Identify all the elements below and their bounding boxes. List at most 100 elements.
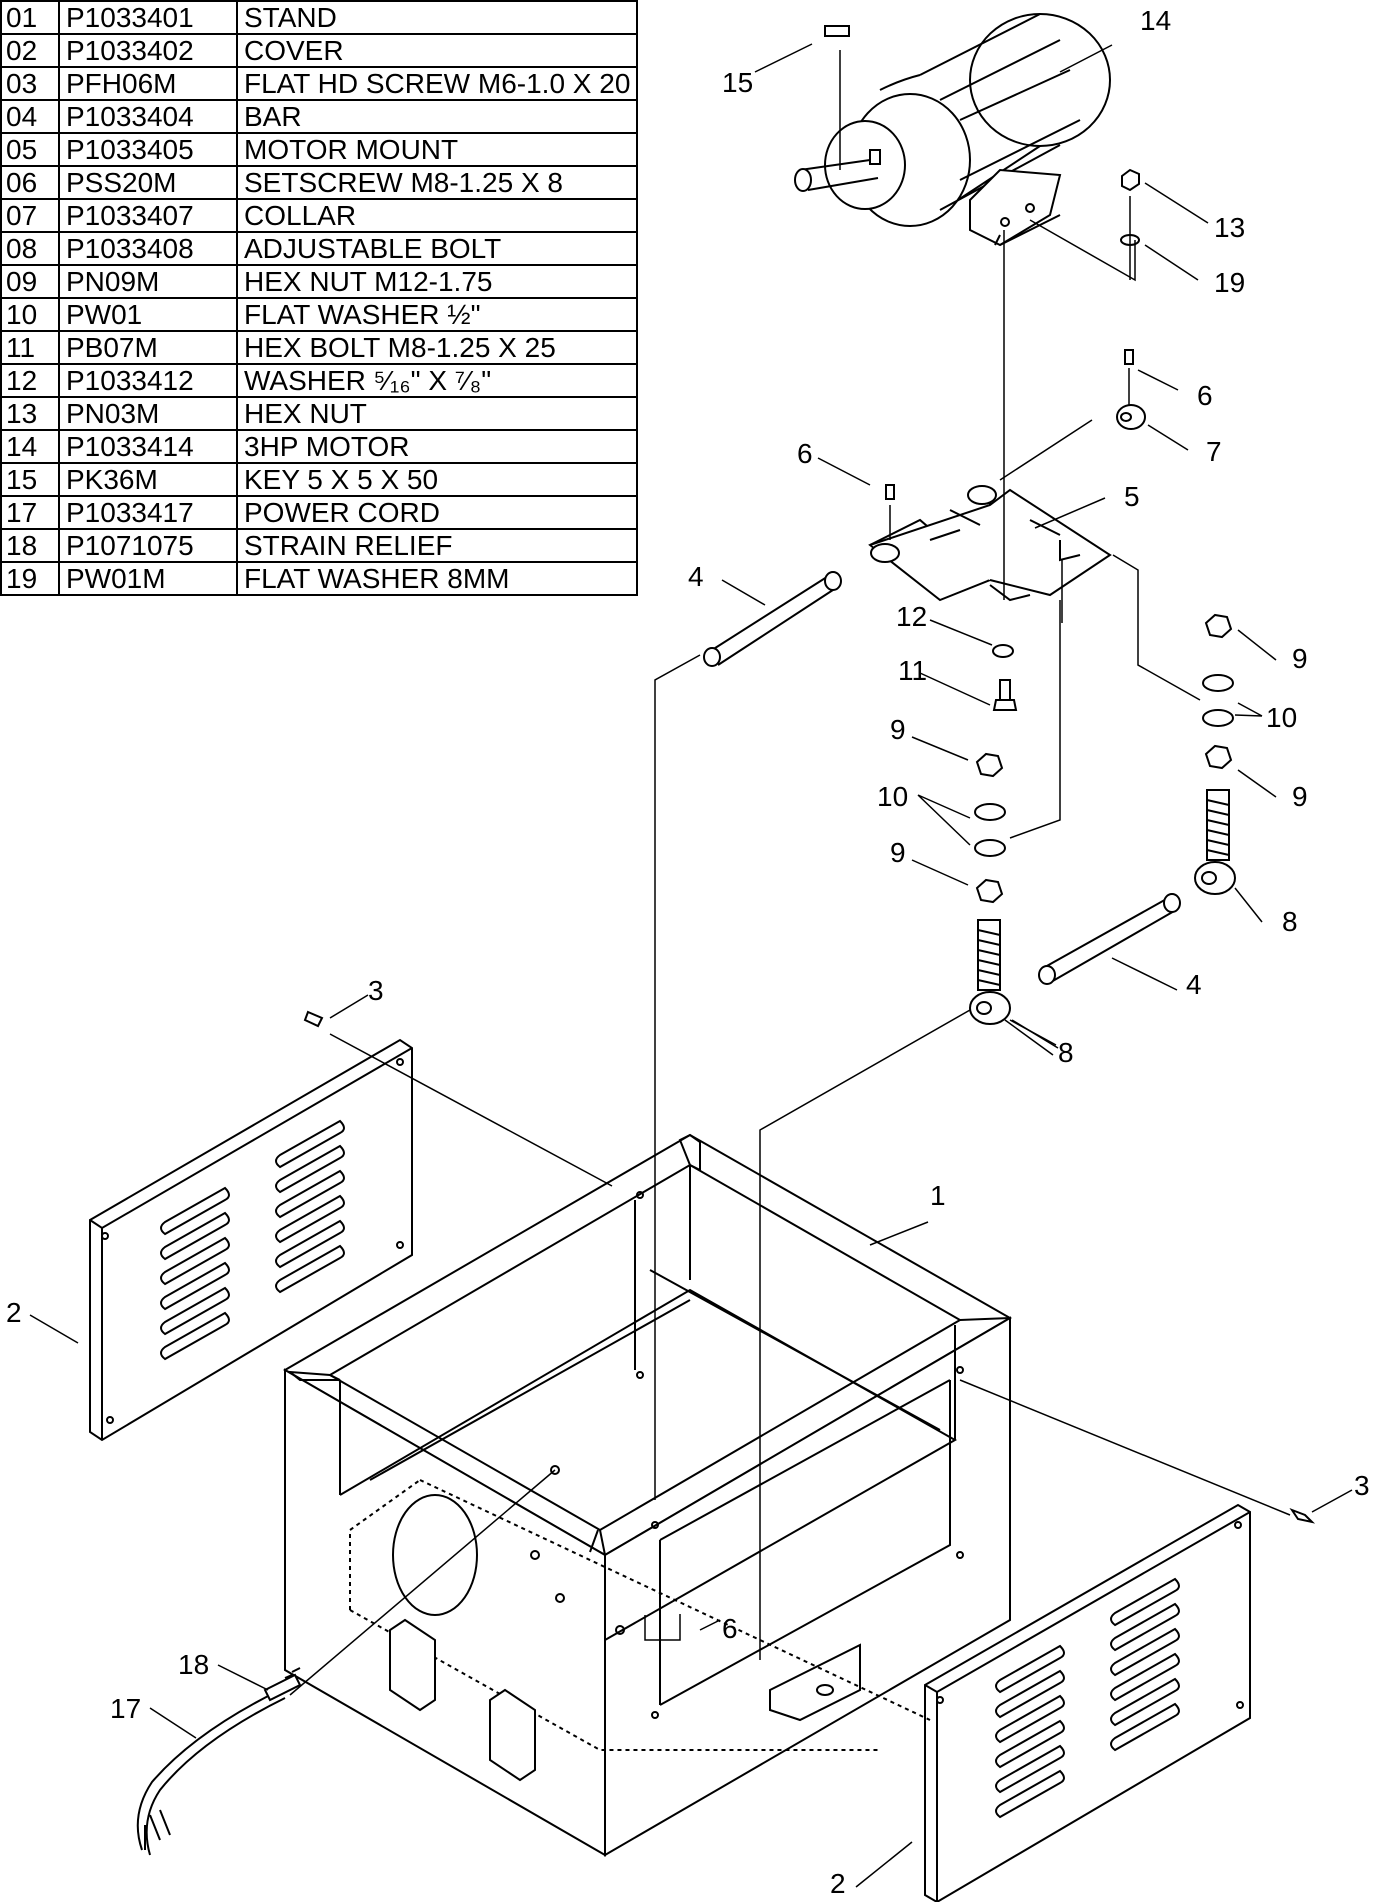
part-description-cell: HEX NUT M12-1.75 bbox=[235, 264, 639, 299]
part-ref-cell: 12 bbox=[0, 363, 60, 398]
callout-9-right-top: 9 bbox=[1292, 643, 1308, 674]
part-number-cell: PSS20M bbox=[58, 165, 238, 200]
callout-8-lower: 8 bbox=[1058, 1037, 1074, 1068]
part-description-cell: STAND bbox=[235, 0, 639, 35]
part-description-cell: COVER bbox=[235, 33, 639, 68]
hex-bolt-11 bbox=[999, 679, 1011, 703]
strain-relief bbox=[263, 1667, 302, 1702]
part-ref-cell: 05 bbox=[0, 132, 60, 167]
part-number-cell: P1033402 bbox=[58, 33, 238, 68]
bar-lower bbox=[1044, 896, 1177, 983]
cover-left bbox=[89, 1038, 413, 1442]
part-ref-cell: 06 bbox=[0, 165, 60, 200]
callout-8-upper: 8 bbox=[1282, 906, 1298, 937]
part-number-cell: P1033405 bbox=[58, 132, 238, 167]
part-ref-cell: 08 bbox=[0, 231, 60, 266]
part-ref-cell: 02 bbox=[0, 33, 60, 68]
assembly-lines bbox=[289, 50, 1291, 1696]
callout-9-right-bottom: 9 bbox=[1292, 781, 1308, 812]
part-number-cell: P1033417 bbox=[58, 495, 238, 530]
part-number-cell: P1033404 bbox=[58, 99, 238, 134]
part-ref-cell: 03 bbox=[0, 66, 60, 101]
callout-14: 14 bbox=[1140, 5, 1171, 36]
part-number-cell: PFH06M bbox=[58, 66, 238, 101]
part-ref-cell: 17 bbox=[0, 495, 60, 530]
callout-13: 13 bbox=[1214, 212, 1245, 243]
part-number-cell: PW01 bbox=[58, 297, 238, 332]
part-description-cell: WASHER ⁵⁄₁₆" X ⁷⁄₈" bbox=[235, 363, 639, 398]
part-description-cell: BAR bbox=[235, 99, 639, 134]
callout-5: 5 bbox=[1124, 481, 1140, 512]
part-number-cell: PK36M bbox=[58, 462, 238, 497]
callout-3-lower: 3 bbox=[1354, 1470, 1370, 1501]
callout-1: 1 bbox=[930, 1180, 946, 1211]
washer-12 bbox=[992, 644, 1014, 658]
callout-17: 17 bbox=[110, 1693, 141, 1724]
part-description-cell: ADJUSTABLE BOLT bbox=[235, 231, 639, 266]
adjustable-bolt-left-stack bbox=[969, 752, 1011, 1025]
callout-7: 7 bbox=[1206, 436, 1222, 467]
part-number-cell: P1033407 bbox=[58, 198, 238, 233]
part-ref-cell: 09 bbox=[0, 264, 60, 299]
callout-9-left-bottom: 9 bbox=[890, 837, 906, 868]
part-description-cell: 3HP MOTOR bbox=[235, 429, 639, 464]
callout-2-right: 2 bbox=[830, 1868, 846, 1899]
part-number-cell: P1033412 bbox=[58, 363, 238, 398]
callout-9-left-top: 9 bbox=[890, 714, 906, 745]
part-ref-cell: 11 bbox=[0, 330, 60, 365]
callout-3-upper: 3 bbox=[368, 975, 384, 1006]
power-cord bbox=[136, 1689, 286, 1856]
flat-head-screw-upper bbox=[303, 1010, 324, 1028]
part-number-cell: P1033401 bbox=[58, 0, 238, 35]
callout-15: 15 bbox=[722, 67, 753, 98]
part-description-cell: SETSCREW M8-1.25 X 8 bbox=[235, 165, 639, 200]
part-ref-cell: 07 bbox=[0, 198, 60, 233]
part-description-cell: FLAT WASHER ½" bbox=[235, 297, 639, 332]
part-number-cell: P1071075 bbox=[58, 528, 238, 563]
callout-11: 11 bbox=[898, 655, 927, 686]
part-number-cell: PW01M bbox=[58, 561, 238, 596]
part-number-cell: PB07M bbox=[58, 330, 238, 365]
callout-19: 19 bbox=[1214, 267, 1245, 298]
key bbox=[824, 25, 850, 37]
motor-mount bbox=[868, 485, 1112, 602]
callout-leaders bbox=[29, 43, 1353, 1888]
bar-upper bbox=[711, 574, 837, 666]
callout-6-left: 6 bbox=[797, 438, 813, 469]
callout-6-right: 6 bbox=[1197, 380, 1213, 411]
part-description-cell: COLLAR bbox=[235, 198, 639, 233]
callout-2-left: 2 bbox=[6, 1297, 22, 1328]
part-number-cell: PN03M bbox=[58, 396, 238, 431]
part-ref-cell: 15 bbox=[0, 462, 60, 497]
part-description-cell: POWER CORD bbox=[235, 495, 639, 530]
part-ref-cell: 19 bbox=[0, 561, 60, 596]
callout-4-upper: 4 bbox=[688, 561, 704, 592]
cover-right bbox=[924, 1503, 1251, 1902]
part-number-cell: PN09M bbox=[58, 264, 238, 299]
part-ref-cell: 04 bbox=[0, 99, 60, 134]
setscrew-upper-left bbox=[885, 484, 895, 500]
part-ref-cell: 10 bbox=[0, 297, 60, 332]
part-description-cell: KEY 5 X 5 X 50 bbox=[235, 462, 639, 497]
part-ref-cell: 01 bbox=[0, 0, 60, 35]
stand bbox=[283, 1133, 1012, 1857]
